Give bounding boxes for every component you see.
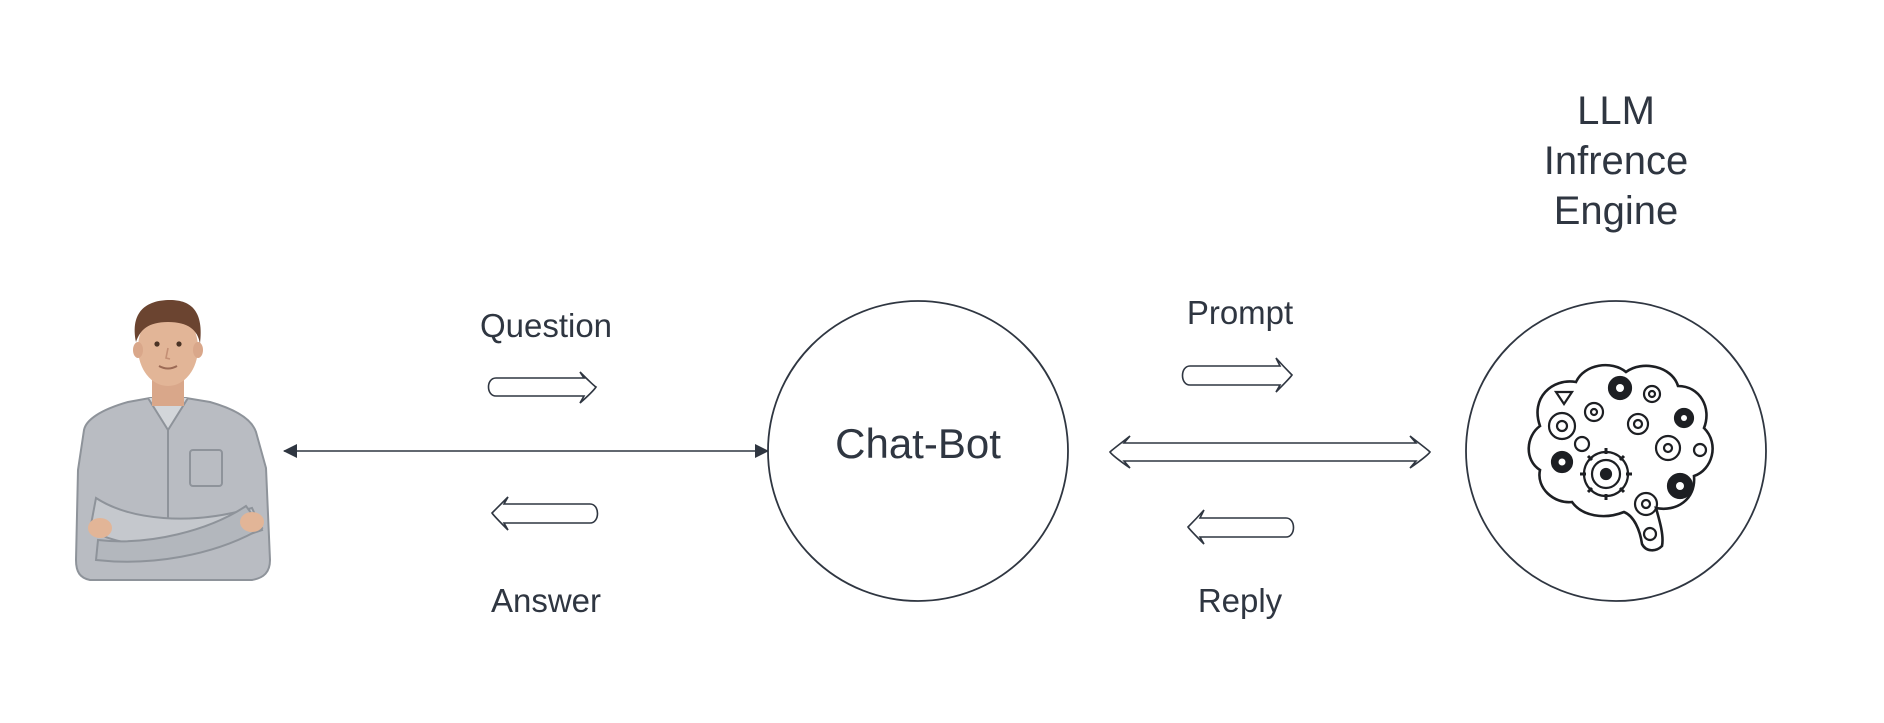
question-arrow [487,371,598,404]
chatbot-node [767,300,1069,602]
chatbot-label: Chat-Bot [835,420,1001,467]
question-label: Question [479,307,613,344]
brain-gears-icon [1527,363,1714,552]
prompt-arrow [1181,357,1294,393]
engine-title-line: Engine [1553,189,1679,233]
engine-title-line: LLM [1577,89,1655,133]
answer-label: Answer [490,582,602,619]
reply-label: Reply [1197,582,1283,619]
engine-title: LLM Infrence Engine [1466,86,1766,236]
person-icon [74,300,272,581]
engine-node [1465,300,1767,602]
chatbot-engine-connector [1108,435,1432,469]
engine-title-line: Infrence [1543,139,1689,183]
reply-arrow [1186,509,1295,545]
prompt-label: Prompt [1186,294,1294,331]
answer-arrow [490,496,599,531]
